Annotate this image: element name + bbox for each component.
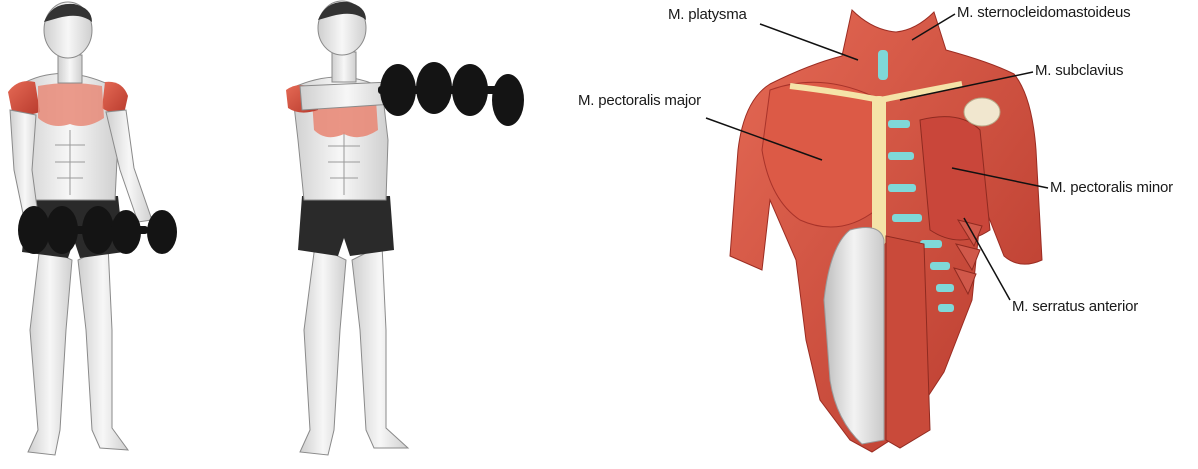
shoulder-joint [964, 98, 1000, 126]
label-sternocleidomastoideus: M. sternocleidomastoideus [957, 4, 1130, 21]
highlighted-deltoid-right [102, 82, 128, 114]
shorts [298, 196, 394, 256]
left-leg [28, 245, 72, 455]
highlighted-pectoralis [38, 83, 104, 126]
right-leg [78, 245, 128, 450]
pectoralis-minor [920, 117, 990, 240]
label-pectoralis-major: M. pectoralis major [578, 92, 701, 109]
label-subclavius: M. subclavius [1035, 62, 1123, 79]
anatomy-torso [730, 10, 1042, 452]
right-leg [352, 245, 408, 448]
neck [58, 55, 82, 83]
sternum [872, 96, 886, 246]
rectus-abdominis [886, 236, 930, 448]
neck [332, 52, 356, 82]
label-platysma: M. platysma [668, 6, 747, 23]
highlighted-deltoid-left [8, 81, 40, 115]
figure-start-position [8, 2, 177, 455]
trachea [878, 50, 888, 80]
figure-end-position [286, 1, 524, 455]
dumbbells [378, 62, 524, 126]
label-pectoralis-minor: M. pectoralis minor [1050, 179, 1173, 196]
left-leg [300, 245, 346, 455]
label-serratus-anterior: M. serratus anterior [1012, 298, 1138, 315]
dumbbells [18, 206, 177, 254]
